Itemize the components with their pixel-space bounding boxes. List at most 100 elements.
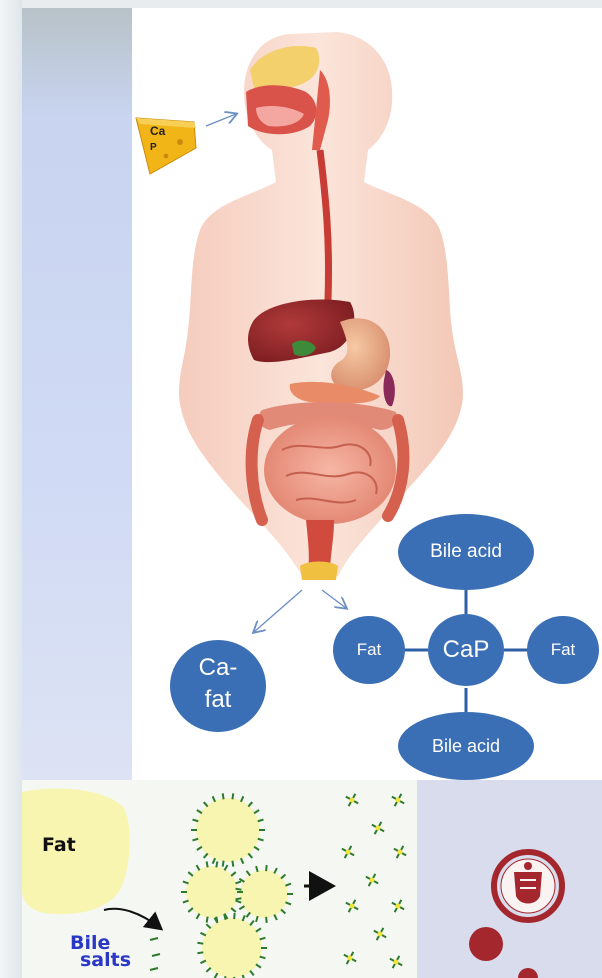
bile-salt-tick [213,796,215,801]
bile-salt-tick [200,933,205,936]
bile-salt-tick [197,952,203,953]
bile-salt-tick [274,868,277,873]
bile-salt-tick [248,853,252,858]
micelle-core [376,826,381,831]
bile-salt-tick [223,861,224,867]
arrow-to-ca-fat [254,590,302,632]
loose-bile-salt [152,954,160,956]
bile-salt-tick [231,872,236,876]
micelle-core [348,956,353,961]
bile-salt-tick [197,943,203,944]
bile-salt-tick [235,889,241,890]
bile-salt-tick [215,973,218,978]
bile-salt-tick [192,820,198,822]
mixed-micelle-marks [342,794,406,968]
bile-salt-tick [207,917,208,923]
bile-salt-tick [256,964,261,967]
bile-label-line2: salts [70,952,131,969]
micelle-core [394,960,399,965]
bile-salt-tick [250,971,254,976]
bile-salt-tick [241,858,243,863]
bile-salt-tick [256,866,258,872]
bile-salt-tick [256,928,261,931]
bile-salt-tick [258,820,264,822]
cheese-p-label: P [150,142,157,153]
bile-salt-tick [197,810,202,813]
bile-acid-top-node [398,514,534,590]
bile-salt-tick [200,961,205,964]
bile-salt-tick [225,865,228,870]
bile-salt-tick [248,802,252,807]
micelle-core [346,850,351,855]
bile-salt-tick [235,901,241,903]
university-seal-icon [494,852,562,920]
bile-salt-tick [274,915,277,920]
bile-salt-tick [223,793,224,799]
bile-salt-tick [281,874,285,878]
cheese-icon [136,118,196,174]
ca-fat-node [170,640,266,732]
bile-salt-tick [285,884,291,886]
cap-node [428,614,504,686]
bile-acid-bottom-node [398,712,534,780]
bile-salt-tick [241,796,243,801]
arrow-to-cap-complex [322,590,346,608]
bile-salt-tick [266,917,267,923]
bile-salt-tick [247,912,251,917]
digestive-system-illustration [179,32,463,580]
bile-salt-tick [250,921,254,926]
bile-salt-tick [260,957,266,959]
micelle-core [396,798,401,803]
bile-salt-tick [206,924,210,928]
bile-salt-tick [254,847,259,850]
decorative-dot-large [469,927,503,961]
micelle-core [396,904,401,909]
bile-salt-tick [206,968,210,972]
decorative-dot-small [518,968,538,978]
bile-salt-tick [232,793,233,799]
bile-arrow [104,909,160,928]
cheese-ca-label: Ca [150,124,165,138]
bile-salt-tick [216,861,217,867]
bile-salt-tick [254,810,259,813]
bile-salt-tick [207,861,208,867]
micelle-core [350,904,355,909]
bile-salt-tick [260,938,266,940]
bile-salt-tick [197,847,202,850]
bile-salt-tick [239,906,244,909]
bile-salt-tick [231,908,236,912]
bile-salt-tick [213,858,215,863]
bile-salt-tick [285,902,291,904]
bile-salt-tick [192,839,198,841]
bile-salt-tick [247,871,251,876]
bile-salt-tick [256,916,258,922]
bile-salt-tick [281,909,285,913]
bile-salt-tick [258,839,264,841]
micelle-core [378,932,383,937]
bile-salt-tick [204,802,208,807]
bile-salt-tick [183,901,189,903]
bile-salt-tick [224,914,225,920]
bile-salt-tick [197,865,200,870]
bile-salt-tick [183,881,189,883]
bile-salt-tick [197,914,200,919]
loose-bile-salt [150,938,158,940]
micelle-core [398,850,403,855]
bile-salt-tick [188,908,193,912]
micelle-core [370,878,375,883]
bile-salt-tick [204,853,208,858]
bile-salt-tick [188,872,193,876]
bile-salt-tick [266,865,267,871]
bile-salts-label: Bile salts [70,935,131,969]
bile-salt-tick [243,915,245,921]
fat-droplet [22,789,130,915]
bile-salt-tick [235,881,241,883]
loose-bile-salt [150,968,158,970]
fat-right-node [527,616,599,684]
bile-salt-tick [235,898,241,899]
intake-arrow [206,114,236,126]
micelle-core [350,798,355,803]
fat-label: Fat [42,834,76,856]
fat-left-node [333,616,405,684]
